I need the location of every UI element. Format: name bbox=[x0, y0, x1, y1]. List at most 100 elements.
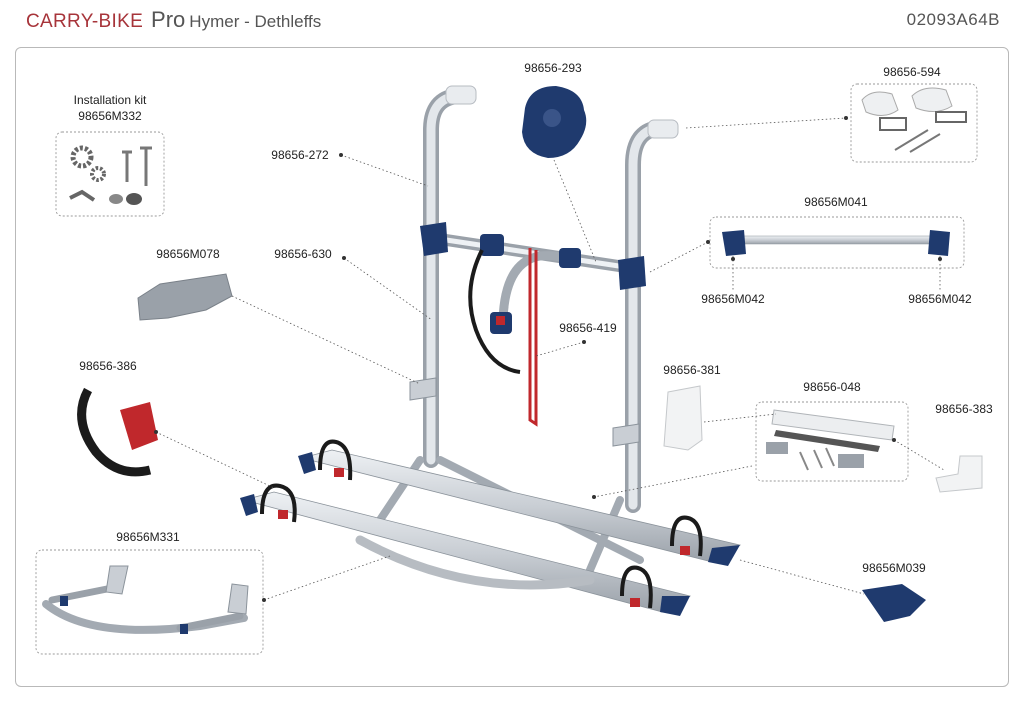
clamp-block-2 bbox=[911, 87, 953, 112]
right-upright-highlight bbox=[628, 123, 665, 510]
rail-end-cap-part bbox=[862, 584, 926, 622]
vehicle-name: Hymer - Dethleffs bbox=[189, 12, 322, 31]
knob-part bbox=[522, 86, 587, 158]
bike-arm-part bbox=[42, 565, 249, 634]
box-048 bbox=[755, 401, 909, 482]
holder-release bbox=[496, 316, 505, 325]
mounting-plate-part bbox=[766, 409, 895, 471]
lower-rail-end-cap bbox=[660, 596, 690, 616]
leader-594 bbox=[685, 117, 847, 129]
leader-dot-630 bbox=[342, 256, 346, 260]
leader-M039 bbox=[739, 559, 865, 595]
left-hook-cap bbox=[445, 85, 477, 105]
clamp-bolts bbox=[894, 129, 941, 153]
arm-clamp-jaw-right bbox=[227, 583, 249, 615]
spacer-right bbox=[838, 454, 864, 468]
leader-dot-048 bbox=[592, 495, 596, 499]
leader-383 bbox=[893, 439, 945, 471]
rail-buckle-4 bbox=[630, 598, 640, 607]
label-98656M042-left: 98656M042 bbox=[701, 292, 765, 306]
model-name: Pro bbox=[151, 7, 186, 32]
label-kit-code: 98656M332 bbox=[78, 109, 142, 123]
rail-buckle-3 bbox=[680, 546, 690, 555]
label-kit-title: Installation kit bbox=[74, 93, 147, 107]
leader-lines bbox=[154, 116, 945, 602]
leader-048 bbox=[593, 465, 753, 498]
label-98656-594: 98656-594 bbox=[883, 65, 941, 79]
label-98656-381: 98656-381 bbox=[663, 363, 721, 377]
strap-buckle bbox=[120, 402, 158, 450]
leader-419 bbox=[535, 341, 585, 357]
arm-clamp-jaw-left bbox=[105, 565, 129, 595]
arm-clamp-left bbox=[480, 234, 504, 256]
kit-contents bbox=[69, 145, 152, 205]
label-98656M078: 98656M078 bbox=[156, 247, 220, 261]
gasket-strip bbox=[774, 430, 880, 452]
box-594 bbox=[850, 83, 978, 163]
label-98656-293: 98656-293 bbox=[524, 61, 582, 75]
diagram-frame bbox=[15, 47, 1009, 687]
label-98656-386: 98656-386 bbox=[79, 359, 137, 373]
red-safety-strap bbox=[528, 248, 538, 427]
label-98656M039: 98656M039 bbox=[862, 561, 926, 575]
rail-strap-3 bbox=[670, 515, 703, 557]
rail-strap-2 bbox=[260, 483, 297, 523]
left-upright-highlight bbox=[426, 91, 463, 465]
strap-band bbox=[77, 387, 152, 477]
leader-dot-M041 bbox=[706, 240, 710, 244]
leader-M041 bbox=[649, 241, 709, 273]
leader-630 bbox=[343, 257, 433, 321]
leader-dot-M042b bbox=[938, 257, 942, 261]
label-98656-630: 98656-630 bbox=[274, 247, 332, 261]
brand-name: CARRY-BIKE bbox=[26, 11, 144, 32]
leader-M078 bbox=[231, 295, 421, 385]
arm-cap-left bbox=[60, 596, 68, 606]
mount-bolts bbox=[799, 447, 835, 471]
spacer-left bbox=[766, 442, 788, 454]
bolt-icon bbox=[140, 146, 152, 186]
label-98656M042-right: 98656M042 bbox=[908, 292, 972, 306]
leader-381 bbox=[703, 413, 777, 423]
leader-386 bbox=[155, 431, 275, 489]
side-bracket-part bbox=[935, 455, 983, 493]
clamp-plate-1 bbox=[879, 117, 907, 131]
crossbar-end-left bbox=[722, 230, 746, 256]
clamp-plate-2 bbox=[935, 111, 967, 123]
leader-dot-M042a bbox=[731, 257, 735, 261]
screw-icon bbox=[122, 150, 132, 182]
rail-strap-1 bbox=[318, 439, 353, 481]
document-code: 02093A64B bbox=[906, 10, 1000, 29]
leader-293 bbox=[553, 159, 597, 263]
chain-link-icon bbox=[69, 189, 96, 202]
washer-icon bbox=[109, 194, 123, 204]
arm-tube bbox=[42, 600, 248, 634]
right-connector bbox=[618, 256, 646, 290]
rail-strap-4 bbox=[620, 565, 653, 609]
box-M041 bbox=[709, 216, 965, 269]
crossbar-part bbox=[722, 230, 950, 256]
leader-dot-386 bbox=[154, 430, 158, 434]
bracket-part bbox=[137, 273, 233, 321]
rail-buckle-2 bbox=[278, 510, 288, 519]
crossbar-end-right bbox=[928, 230, 950, 256]
clamp-block-1 bbox=[861, 91, 899, 116]
leader-dot-M331 bbox=[262, 598, 266, 602]
bottom-support-bar bbox=[355, 535, 595, 590]
lower-bracket-left bbox=[409, 377, 437, 401]
upper-rail-cap-left bbox=[298, 452, 316, 474]
clamp-set-part bbox=[861, 87, 967, 153]
small-gear-icon bbox=[90, 166, 106, 182]
kit-box bbox=[55, 131, 165, 217]
lower-bracket-right bbox=[612, 423, 640, 447]
rail-buckle-1 bbox=[334, 468, 344, 477]
upper-rail-end-cap bbox=[708, 545, 740, 566]
label-98656M041: 98656M041 bbox=[804, 195, 868, 209]
wheel-strap-part bbox=[77, 387, 158, 477]
box-M331 bbox=[35, 549, 264, 655]
gear-icon bbox=[70, 145, 94, 169]
arm-clamp-right bbox=[559, 248, 581, 268]
knob-hub bbox=[543, 109, 561, 127]
